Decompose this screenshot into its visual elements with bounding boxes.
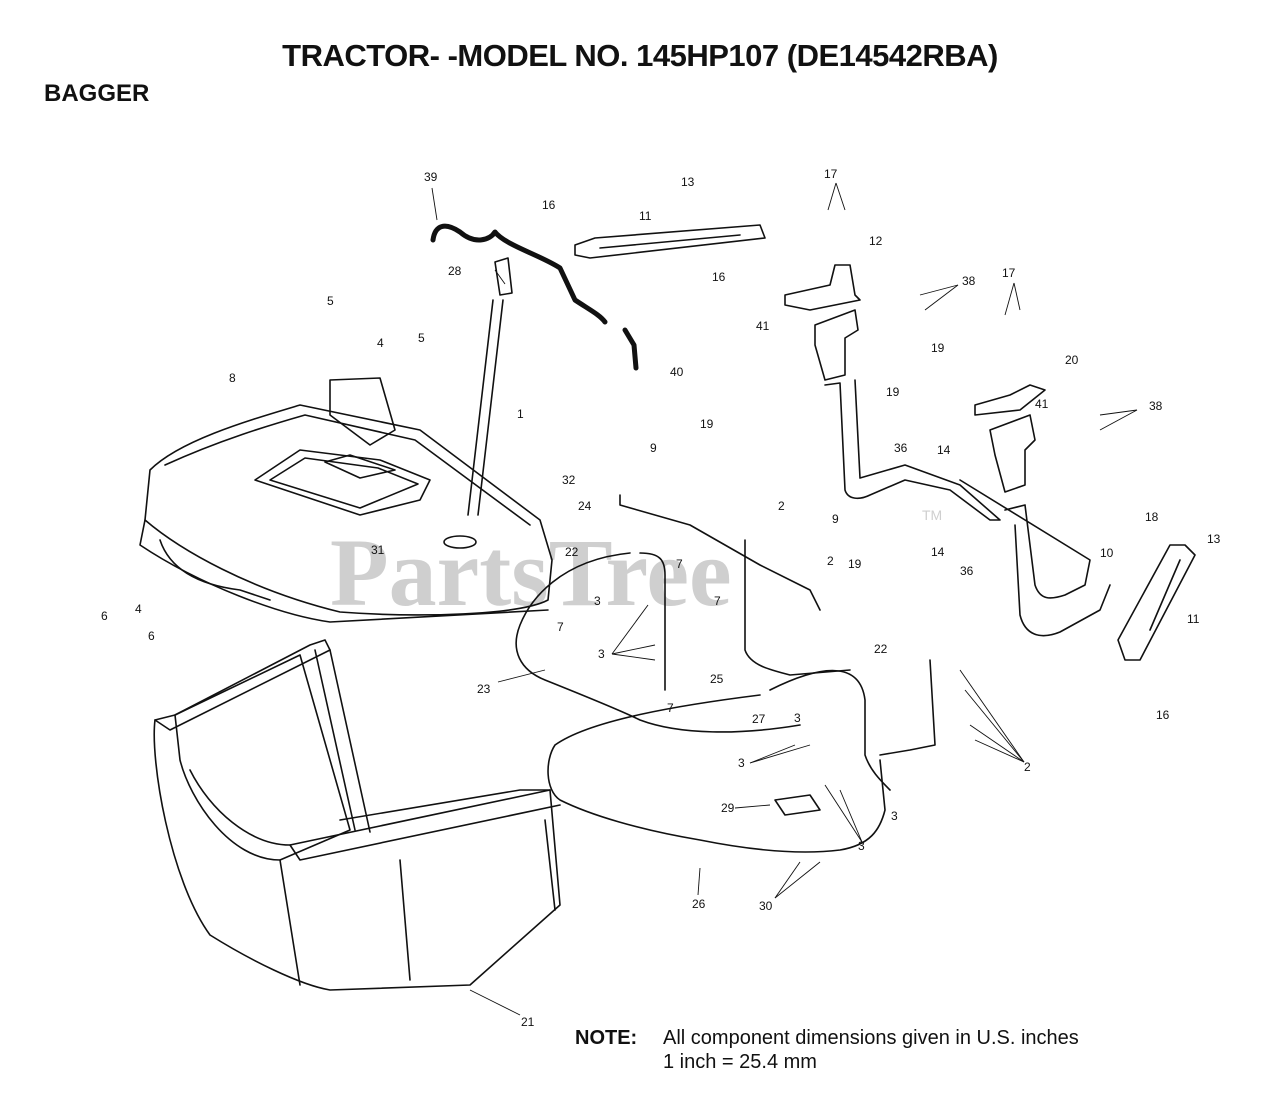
- callout-11: 11: [1187, 612, 1200, 626]
- callout-3: 3: [598, 647, 605, 661]
- callout-2: 2: [778, 499, 785, 513]
- callout-13: 13: [1207, 532, 1221, 546]
- callout-3: 3: [858, 839, 865, 853]
- callout-3: 3: [594, 594, 601, 608]
- callout-19: 19: [931, 341, 945, 355]
- callout-27: 27: [752, 712, 766, 726]
- mount-12: [784, 264, 861, 311]
- callout-40: 40: [670, 365, 684, 379]
- callout-7: 7: [557, 620, 564, 634]
- tube-frame-24: [619, 494, 821, 611]
- bent-rod-end: [622, 327, 639, 371]
- callout-16: 16: [1156, 708, 1170, 722]
- tube-frame-26: [547, 694, 886, 853]
- callout-11: 11: [639, 209, 652, 223]
- tube-frame-23: [515, 552, 801, 733]
- lift-rod: [467, 257, 513, 516]
- callout-19: 19: [700, 417, 714, 431]
- callout-26: 26: [692, 897, 706, 911]
- bracket-top: [574, 224, 766, 259]
- support-frame-b: [959, 479, 1111, 637]
- callout-19: 19: [848, 557, 862, 571]
- callout-25: 25: [710, 672, 724, 686]
- watermark-tm: TM: [922, 507, 942, 523]
- callout-28: 28: [448, 264, 462, 278]
- callout-14: 14: [937, 443, 951, 457]
- mount-41-a: [814, 309, 859, 381]
- callout-32: 32: [562, 473, 576, 487]
- callout-6: 6: [101, 609, 108, 623]
- callout-41: 41: [756, 319, 770, 333]
- bag-lid: [139, 377, 553, 623]
- bracket-right: [1117, 544, 1196, 661]
- tube-frame-22: [769, 669, 891, 791]
- plate-29: [774, 794, 821, 816]
- callout-16: 16: [542, 198, 556, 212]
- section-label: BAGGER: [44, 80, 150, 107]
- callout-7: 7: [667, 701, 674, 715]
- callout-22: 22: [565, 545, 579, 559]
- mount-20: [974, 384, 1046, 416]
- note-line-2: 1 inch = 25.4 mm: [663, 1051, 817, 1073]
- callout-24: 24: [578, 499, 592, 513]
- callout-10: 10: [1100, 546, 1114, 560]
- callout-17: 17: [824, 167, 838, 181]
- callout-4: 4: [135, 602, 142, 616]
- mount-41-b: [989, 414, 1036, 493]
- callout-6: 6: [148, 629, 155, 643]
- callout-21: 21: [521, 1015, 535, 1029]
- callout-18: 18: [1145, 510, 1159, 524]
- callout-3: 3: [738, 756, 745, 770]
- callout-14: 14: [931, 545, 945, 559]
- leader-lines: [431, 182, 1138, 1016]
- callout-2: 2: [1024, 760, 1031, 774]
- callout-36: 36: [894, 441, 908, 455]
- tube-frame-2: [879, 659, 936, 756]
- callout-5: 5: [418, 331, 425, 345]
- bent-rod: [430, 223, 608, 325]
- callout-9: 9: [832, 512, 839, 526]
- callout-19: 19: [886, 385, 900, 399]
- callout-7: 7: [676, 557, 683, 571]
- bag-basket: [153, 639, 561, 991]
- callout-3: 3: [794, 711, 801, 725]
- callout-36: 36: [960, 564, 974, 578]
- callout-41: 41: [1035, 397, 1049, 411]
- callout-17: 17: [1002, 266, 1016, 280]
- callout-20: 20: [1065, 353, 1079, 367]
- callout-9: 9: [650, 441, 657, 455]
- callout-16: 16: [712, 270, 726, 284]
- callout-31: 31: [371, 543, 385, 557]
- dimension-note: NOTE: All component dimensions given in U…: [575, 1026, 1079, 1074]
- callout-7: 7: [714, 594, 721, 608]
- note-label: NOTE:: [575, 1027, 638, 1049]
- callout-2: 2: [827, 554, 834, 568]
- callout-39: 39: [424, 170, 438, 184]
- callout-labels: 39 13 17 16 11 12 28 16 38 17 5 4 5 41 8…: [101, 167, 1221, 1029]
- support-frame-a: [824, 379, 1001, 521]
- diagram-title: TRACTOR- -MODEL NO. 145HP107 (DE14542RBA…: [282, 38, 998, 73]
- callout-38: 38: [962, 274, 976, 288]
- note-line-1: All component dimensions given in U.S. i…: [663, 1027, 1079, 1049]
- callout-1: 1: [517, 407, 524, 421]
- callout-8: 8: [229, 371, 236, 385]
- callout-13: 13: [681, 175, 695, 189]
- watermark: PartsTree: [330, 519, 732, 626]
- callout-3: 3: [891, 809, 898, 823]
- callout-23: 23: [477, 682, 491, 696]
- callout-38: 38: [1149, 399, 1163, 413]
- callout-12: 12: [869, 234, 883, 248]
- callout-22: 22: [874, 642, 888, 656]
- callout-5: 5: [327, 294, 334, 308]
- callout-4: 4: [377, 336, 384, 350]
- callout-29: 29: [721, 801, 735, 815]
- tube-frame-25: [744, 539, 851, 676]
- callout-30: 30: [759, 899, 773, 913]
